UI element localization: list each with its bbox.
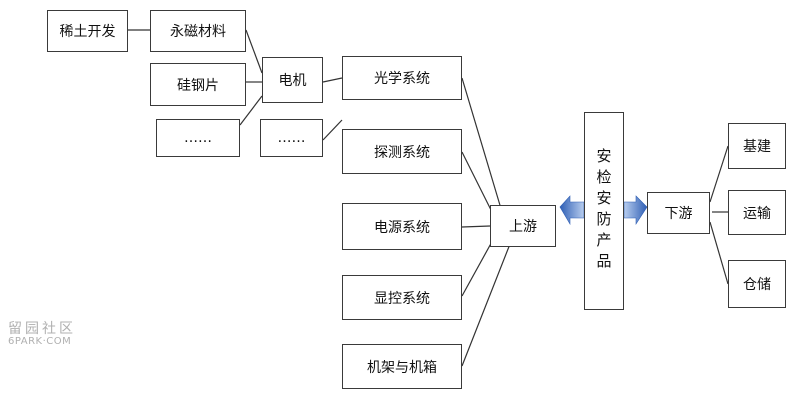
line-display-upstream xyxy=(461,237,495,297)
arrow-left-icon xyxy=(559,195,585,226)
node-transport: 运输 xyxy=(728,190,786,235)
line-ellipsis-optical xyxy=(322,119,343,141)
line-rack-upstream xyxy=(461,243,511,367)
line-power-upstream xyxy=(461,225,491,228)
node-silicon-steel: 硅钢片 xyxy=(150,63,246,106)
line-downstream-storage xyxy=(709,221,729,285)
node-infrastructure: 基建 xyxy=(728,123,786,169)
line-magnet-motor xyxy=(245,29,263,74)
node-permanent-magnet: 永磁材料 xyxy=(150,10,246,52)
node-ellipsis-left: …… xyxy=(156,119,240,157)
node-detection-system: 探测系统 xyxy=(342,129,462,174)
node-security-products: 安检安防产品 xyxy=(584,112,624,310)
watermark-cn: 留园社区 xyxy=(8,321,76,337)
node-upstream: 上游 xyxy=(490,205,556,247)
line-detection-upstream xyxy=(461,151,495,217)
node-rare-earth: 稀土开发 xyxy=(47,10,128,52)
node-power-system: 电源系统 xyxy=(342,203,462,250)
watermark-en: 6PARK·COM xyxy=(8,336,72,347)
line-downstream-infra xyxy=(709,145,729,203)
line-motor-optical xyxy=(322,77,343,83)
node-ellipsis-mid: …… xyxy=(260,119,323,157)
node-downstream: 下游 xyxy=(647,192,710,234)
arrow-right-icon xyxy=(623,195,648,226)
node-storage: 仓储 xyxy=(728,260,786,308)
node-rack-chassis: 机架与机箱 xyxy=(342,344,462,389)
node-display-control-system: 显控系统 xyxy=(342,275,462,320)
line-ellipsis-motor xyxy=(239,95,263,126)
node-optical-system: 光学系统 xyxy=(342,56,462,100)
node-motor: 电机 xyxy=(262,57,323,103)
line-optical-upstream xyxy=(461,77,503,213)
